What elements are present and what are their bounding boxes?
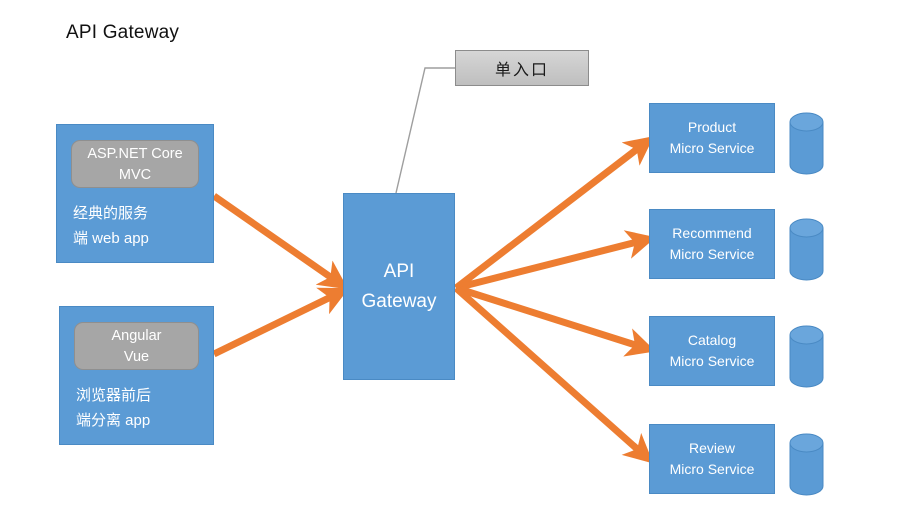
database-cylinder-product: [789, 112, 824, 175]
callout-leader-line: [395, 67, 455, 194]
database-cylinder-catalog: [789, 325, 824, 388]
arrow-gateway-to-review: [453, 285, 654, 464]
page-title: API Gateway: [66, 22, 180, 43]
service-box-product: Product Micro Service: [649, 103, 775, 173]
callout-single-entry: 单入口: [455, 50, 589, 86]
arrow-aspnet-to-gateway: [212, 193, 349, 290]
tech-chip-aspnet-core-mvc: ASP.NET Core MVC: [71, 140, 199, 188]
database-cylinder-review: [789, 433, 824, 496]
client-box-spa: Angular Vue 浏览器前后 端分离 app: [59, 306, 214, 445]
api-gateway-box: API Gateway: [343, 193, 455, 380]
service-box-review: Review Micro Service: [649, 424, 775, 494]
arrow-gateway-to-catalog: [454, 284, 656, 357]
service-box-catalog: Catalog Micro Service: [649, 316, 775, 386]
tech-chip-angular-vue: Angular Vue: [74, 322, 199, 370]
client-caption-spa: 浏览器前后 端分离 app: [76, 387, 152, 429]
database-cylinder-recommend: [789, 218, 824, 281]
arrow-gateway-to-recommend: [455, 230, 656, 292]
client-box-aspnet-mvc: ASP.NET Core MVC 经典的服务 端 web app: [56, 124, 214, 263]
service-box-recommend: Recommend Micro Service: [649, 209, 775, 279]
client-caption-aspnet: 经典的服务 端 web app: [73, 205, 149, 247]
arrow-gateway-to-product: [453, 136, 654, 291]
arrow-spa-to-gateway: [212, 287, 350, 358]
